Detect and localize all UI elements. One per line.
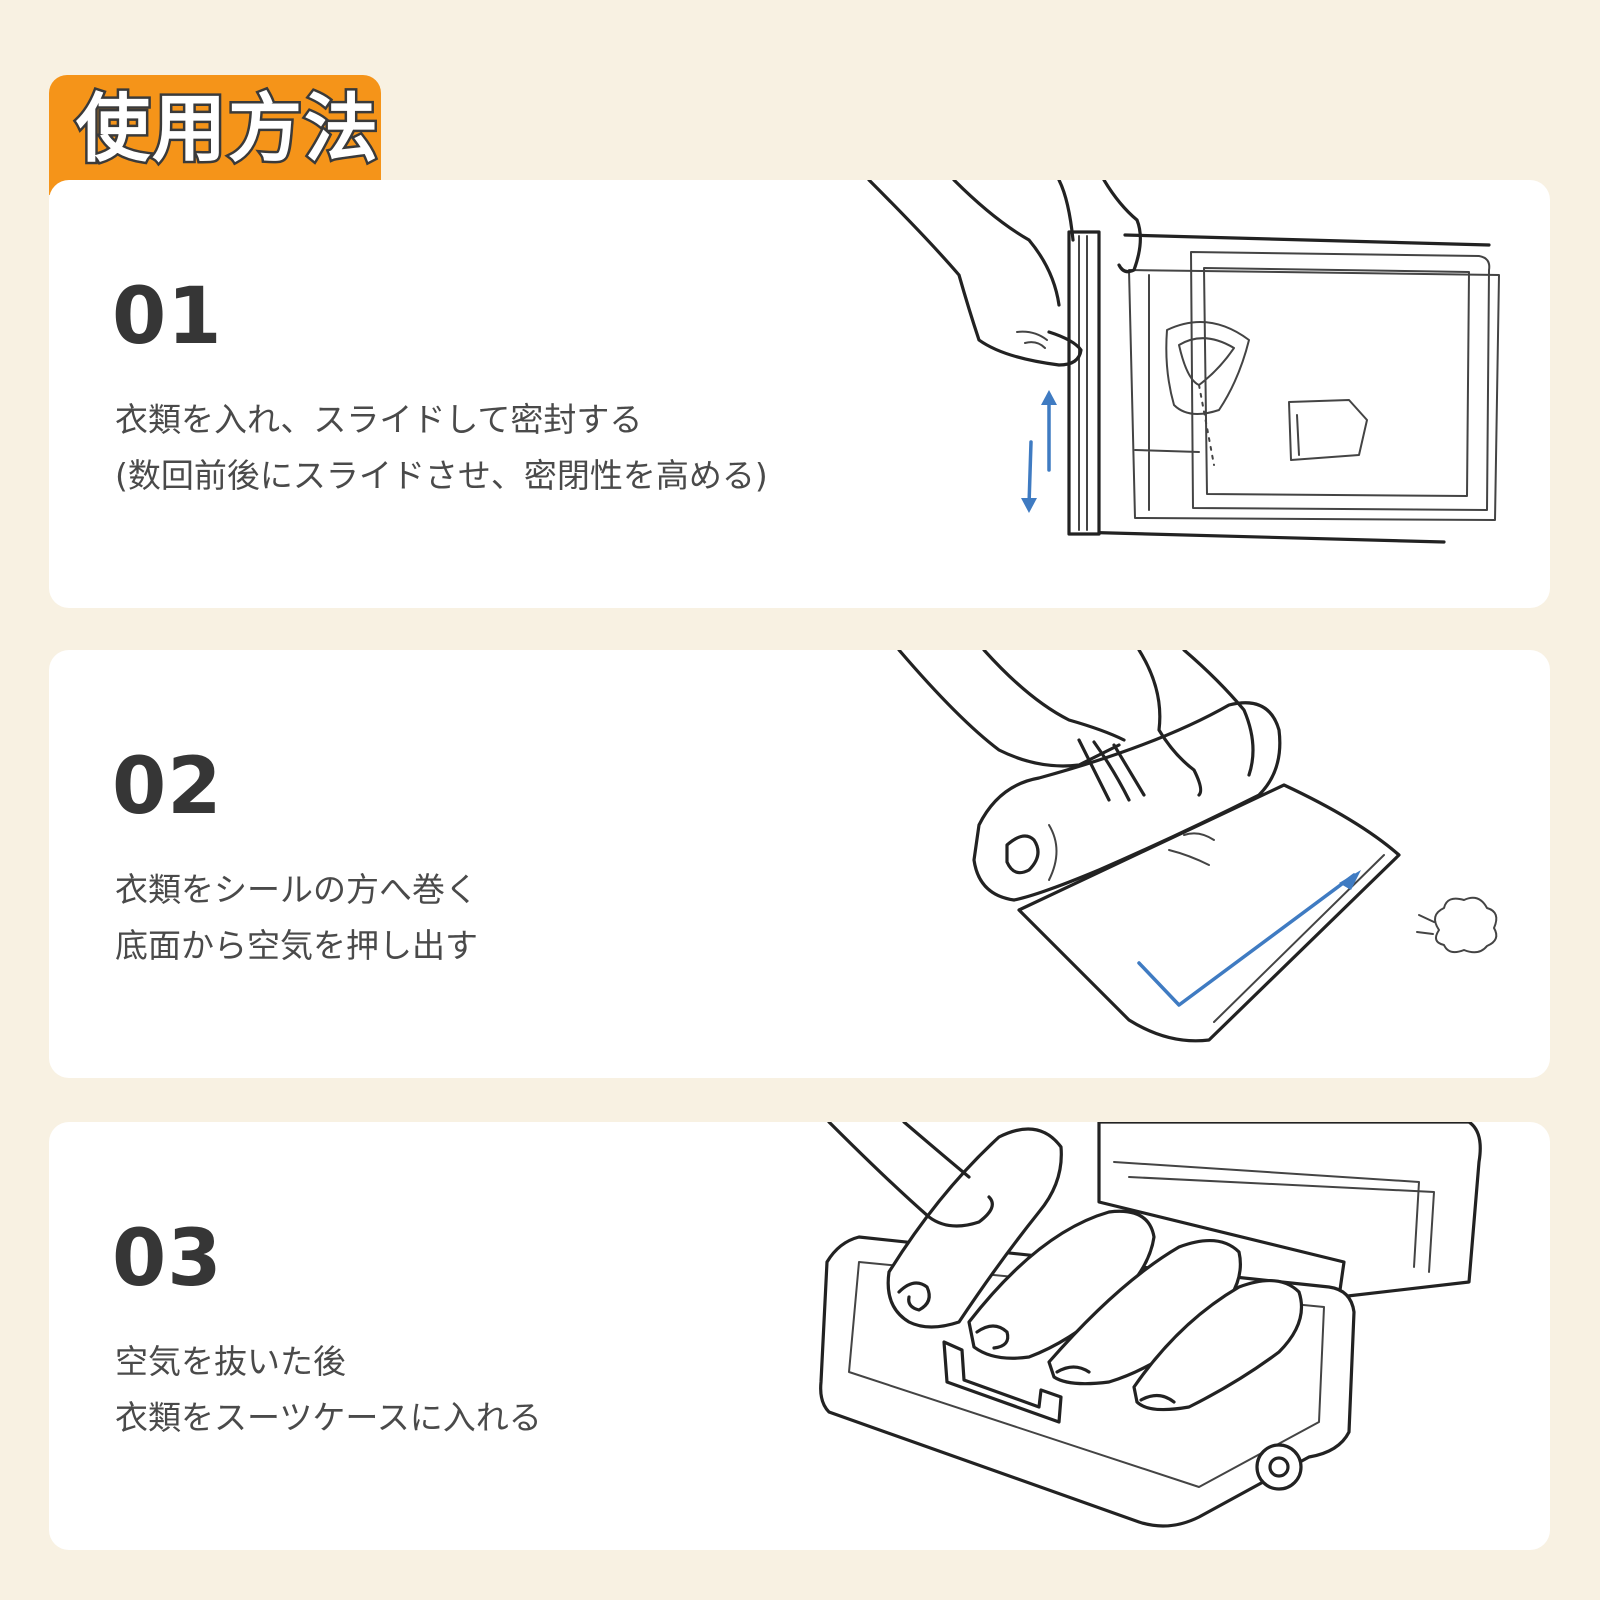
seal-slider-illustration [867,180,1500,544]
step-instruction: 衣類をシールの方へ巻く [115,870,478,909]
step-instruction-note: 衣類をスーツケースに入れる [115,1398,542,1437]
step-number: 03 [112,1214,223,1304]
step-card-2: 02 衣類をシールの方へ巻く 底面から空気を押し出す [49,650,1550,1078]
step-number: 01 [112,272,223,362]
step-instruction-note: 底面から空気を押し出す [115,926,478,965]
step-instruction: 空気を抜いた後 [115,1342,346,1381]
roll-clothes-illustration [897,650,1498,1043]
step-card-1: 01 衣類を入れ、スライドして密封する (数回前後にスライドさせ、密閉性を高める… [49,180,1550,608]
step-number: 02 [112,742,223,832]
page-title: 使用方法 [74,84,381,175]
step-instruction-note: (数回前後にスライドさせ、密閉性を高める) [115,456,768,495]
step-instruction: 衣類を入れ、スライドして密封する [115,400,643,439]
suitcase-illustration [819,1122,1482,1528]
step-card-3: 03 空気を抜いた後 衣類をスーツケースに入れる [49,1122,1550,1550]
title-tab [49,75,381,195]
